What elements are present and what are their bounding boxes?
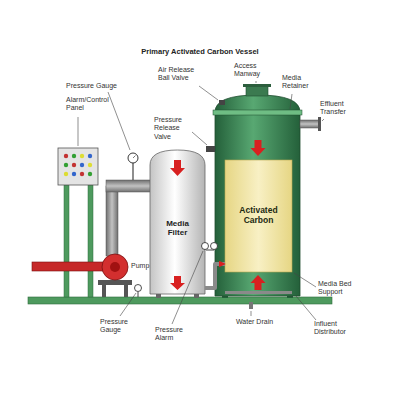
gauge-needle — [133, 156, 136, 159]
vessel-label: Media Filter — [156, 219, 200, 237]
pressure-alarm-gauge — [211, 243, 218, 250]
leader-line — [199, 86, 218, 100]
pipe-flange — [318, 117, 321, 131]
leader-line — [172, 251, 203, 324]
indicator-light — [88, 172, 92, 176]
pump — [102, 254, 128, 280]
leader-line — [78, 117, 79, 146]
part-label: Pressure Release Valve — [154, 116, 190, 141]
feed-pipe — [106, 180, 152, 192]
indicator-light — [64, 172, 68, 176]
leader-line — [256, 81, 257, 83]
part-label: Media Bed Support — [318, 280, 360, 297]
indicator-light — [72, 163, 76, 167]
pump-hub — [110, 262, 120, 272]
panel-leg — [88, 185, 93, 297]
water-drain — [249, 302, 253, 309]
leader-line — [294, 273, 316, 287]
pump-leg — [124, 285, 128, 297]
part-label: Water Drain — [236, 318, 284, 326]
influent-distributor — [225, 291, 292, 294]
indicator-light — [72, 172, 76, 176]
transfer-pipe — [205, 264, 225, 288]
pressure-release-valve — [206, 146, 215, 152]
leader-lines — [78, 81, 324, 324]
manway-lid — [243, 84, 271, 87]
carbon-vessel — [215, 95, 300, 296]
media-filter-vessel — [150, 150, 205, 294]
part-label: Access Manway — [234, 62, 268, 79]
part-label: Media Retainer — [282, 74, 314, 91]
indicator-light — [88, 163, 92, 167]
pump-leg — [102, 285, 106, 297]
flow-arrow — [251, 140, 266, 156]
part-label: Alarm/Control Panel — [66, 96, 114, 113]
leader-line — [322, 119, 324, 121]
vessel-region: Activated Carbon — [225, 160, 292, 272]
vessel-label: Activated Carbon — [231, 206, 287, 226]
pressure-gauge — [135, 285, 142, 292]
leader-line — [108, 92, 130, 150]
pressure-gauge — [128, 153, 138, 163]
access-manway — [246, 86, 268, 96]
indicator-light — [72, 154, 76, 158]
gauge-stem — [132, 163, 133, 180]
indicator-light — [80, 172, 84, 176]
panel-indicators — [64, 154, 92, 176]
leader-line — [290, 94, 292, 109]
flow-arrow — [170, 276, 185, 290]
control-panel — [58, 148, 98, 185]
feed-pipe — [106, 186, 118, 256]
leader-line — [251, 311, 252, 316]
part-label: Air Release Ball Valve — [158, 66, 200, 83]
diagram-title: Primary Activated Carbon Vessel — [141, 47, 258, 56]
part-label: Pressure Gauge — [66, 82, 128, 90]
part-label: Pressure Gauge — [100, 318, 136, 335]
part-label: Pressure Alarm — [155, 326, 191, 343]
indicator-light — [80, 154, 84, 158]
indicator-light — [88, 154, 92, 158]
flow-arrow — [251, 275, 266, 290]
air-release-valve — [219, 100, 225, 105]
inlet-pipe — [32, 262, 104, 271]
carbon-bed — [225, 160, 292, 272]
gauge-stem — [138, 292, 139, 297]
pump-base — [98, 280, 132, 285]
effluent-pipe — [300, 120, 320, 128]
leader-line — [120, 293, 136, 316]
part-label: Pump — [131, 262, 155, 270]
part-label: Effluent Transfer — [320, 100, 356, 117]
indicator-light — [80, 163, 84, 167]
vessel-region: Media Filter — [150, 160, 205, 296]
indicator-light — [64, 154, 68, 158]
panel-leg — [64, 185, 69, 297]
leader-line — [296, 296, 316, 320]
media-retainer-flange — [213, 110, 302, 115]
part-label: Influent Distributor — [314, 320, 360, 337]
flow-arrow — [170, 160, 185, 176]
indicator-light — [64, 163, 68, 167]
leader-line — [192, 132, 207, 145]
pressure-alarm-gauge — [202, 243, 209, 250]
base-pipe — [28, 297, 332, 304]
